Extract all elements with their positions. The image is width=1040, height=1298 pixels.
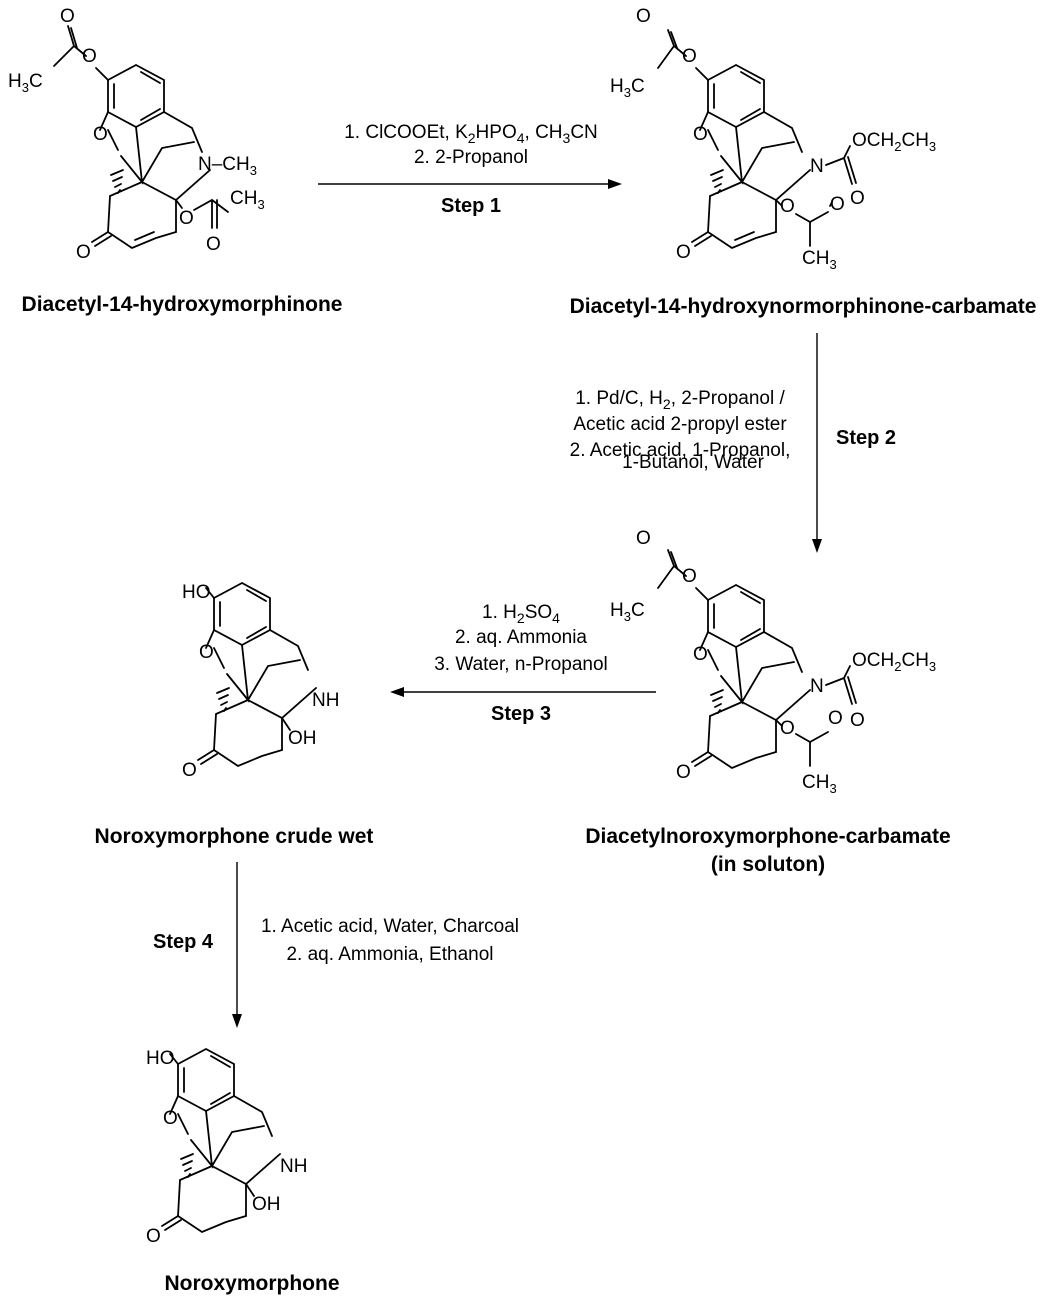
- step-3-label: Step 3: [491, 703, 551, 725]
- compound-name: Noroxymorphone: [164, 1272, 339, 1295]
- compound-note: (in soluton): [711, 853, 825, 876]
- atom-H3C: H3C: [610, 600, 645, 624]
- atom-NH: NH: [312, 690, 339, 711]
- atom-O: O: [163, 1108, 178, 1129]
- step-2-arrow: [812, 333, 822, 553]
- atom-O: O: [676, 762, 691, 783]
- atom-O: O: [682, 566, 697, 587]
- compound-name: Diacetyl-14-hydroxymorphinone: [22, 293, 343, 316]
- compound-noroxymorphone-crude-wet: HO O NH OH O: [182, 582, 339, 781]
- atom-OCH2CH3: OCH2CH3: [852, 130, 936, 154]
- atom-O: O: [182, 760, 197, 781]
- step-1-condition-1: 1. ClCOOEt, K2HPO4, CH3CN: [344, 122, 598, 146]
- compound-diacetylnoroxymorphone-carbamate: O O H3C O N OCH2CH3 O O O CH3 O: [610, 528, 936, 796]
- atom-O: O: [636, 528, 651, 549]
- atom-O: O: [780, 196, 795, 217]
- step-1-label: Step 1: [441, 195, 501, 217]
- atom-H3C: H3C: [610, 76, 645, 100]
- step-3-condition-2: 2. aq. Ammonia: [455, 627, 587, 648]
- compound-diacetyl-14-hydroxymorphinone: O O H3C O N–CH3 O CH3 O O: [8, 6, 265, 263]
- atom-N: N: [810, 156, 824, 177]
- atom-O: O: [146, 1226, 161, 1247]
- atom-N: N: [810, 676, 824, 697]
- compound-diacetyl-14-hydroxynormorphinone-carbamate: O O H3C O N OCH2CH3 O O O CH3 O: [610, 6, 936, 272]
- atom-O: O: [693, 124, 708, 145]
- step-4-condition-2: 2. aq. Ammonia, Ethanol: [286, 944, 493, 965]
- atom-O: O: [850, 710, 865, 731]
- atom-HO: HO: [182, 582, 211, 603]
- atom-O: O: [693, 644, 708, 665]
- atom-O: O: [830, 194, 845, 215]
- step-3-condition-1: 1. H2SO4: [482, 602, 560, 626]
- atom-NH: NH: [280, 1156, 307, 1177]
- atom-CH3: CH3: [230, 188, 265, 212]
- atom-O: O: [76, 242, 91, 263]
- step-2-condition-2: Acetic acid 2-propyl ester: [573, 414, 787, 435]
- step-1-condition-2: 2. 2-Propanol: [414, 147, 528, 168]
- atom-OCH2CH3: OCH2CH3: [852, 650, 936, 674]
- atom-CH3: CH3: [802, 772, 837, 796]
- step-3-condition-3: 3. Water, n-Propanol: [434, 654, 608, 675]
- compound-name: Diacetyl-14-hydroxynormorphinone-carbama…: [570, 295, 1037, 318]
- compound-noroxymorphone: HO O NH OH O: [146, 1048, 307, 1247]
- atom-O: O: [780, 718, 795, 739]
- atom-OH: OH: [288, 728, 317, 749]
- compound-name: Diacetylnoroxymorphone-carbamate: [585, 825, 950, 848]
- atom-CH3: CH3: [802, 248, 837, 272]
- step-2-condition-1: 1. Pd/C, H2, 2-Propanol /: [575, 388, 785, 412]
- step-3-arrow: [390, 687, 656, 697]
- atom-O: O: [82, 46, 97, 67]
- atom-H3C: H3C: [8, 71, 43, 95]
- atom-O: O: [682, 46, 697, 67]
- atom-O: O: [179, 208, 194, 229]
- atom-O: O: [676, 242, 691, 263]
- atom-O: O: [93, 124, 108, 145]
- atom-O: O: [206, 234, 221, 255]
- atom-O: O: [199, 642, 214, 663]
- step-4-condition-1: 1. Acetic acid, Water, Charcoal: [261, 916, 519, 937]
- step-2-condition-4: 1-Butanol, Water: [622, 452, 765, 473]
- atom-OH: OH: [252, 1194, 281, 1215]
- step-2-condition-3: 2. Acetic acid, 1-Propanol,: [570, 440, 791, 461]
- atom-N-CH3: N–CH3: [198, 154, 257, 178]
- atom-O: O: [850, 188, 865, 209]
- step-1-arrow: [318, 179, 622, 189]
- atom-O: O: [60, 6, 75, 27]
- step-4-label: Step 4: [153, 931, 214, 953]
- atom-HO: HO: [146, 1048, 175, 1069]
- atom-O: O: [828, 708, 843, 729]
- atom-O: O: [636, 6, 651, 27]
- step-2-label: Step 2: [836, 427, 896, 449]
- compound-name: Noroxymorphone crude wet: [95, 825, 374, 848]
- step-4-arrow: [232, 862, 242, 1028]
